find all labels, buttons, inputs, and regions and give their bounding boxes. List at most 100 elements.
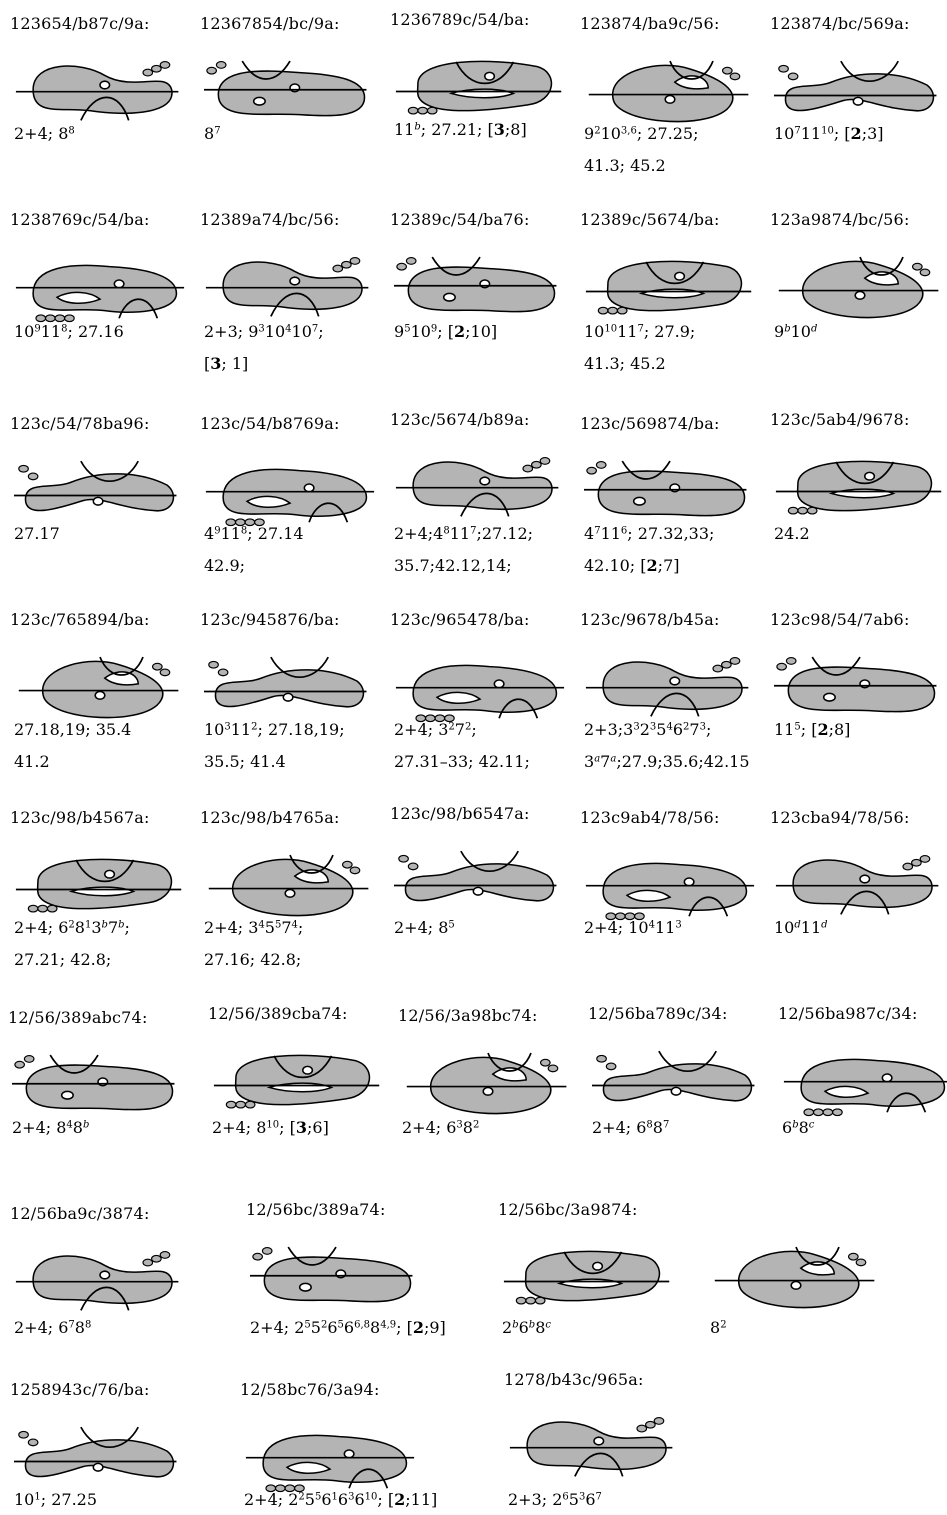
entry-line-1: 2b6b8c [502, 1318, 551, 1337]
entry-header: 123c/98/b6547a: [390, 804, 530, 823]
dot-mark [814, 1109, 824, 1116]
entry-header: 123c98/54/7ab6: [770, 610, 910, 629]
entry-line-1: 2+4; 6887 [592, 1118, 669, 1137]
dot-mark [606, 1063, 616, 1070]
dot-mark [160, 669, 170, 676]
entry-header: 123c/765894/ba: [10, 610, 150, 629]
dot-mark [342, 261, 352, 268]
shaded-region [798, 461, 932, 510]
shaded-region [418, 61, 552, 110]
dot-mark [153, 663, 163, 670]
dot-mark [788, 73, 798, 80]
knot-diagram [770, 638, 947, 724]
entry-header: 12/56/389cba74: [208, 1004, 348, 1023]
entry-line-2: 41.3; 45.2 [584, 354, 666, 373]
entry-line-2: [3; 1] [204, 354, 248, 373]
knot-diagram [10, 1232, 190, 1318]
entry-header: 123c/98/b4567a: [10, 808, 150, 827]
entry-line-2: 3a7a;27.9;35.6;42.15 [584, 752, 750, 771]
entry-header: 1278/b43c/965a: [504, 1370, 644, 1389]
dot-mark [15, 1061, 25, 1068]
dot-mark [723, 67, 733, 74]
knot-diagram [200, 638, 380, 724]
dot-mark [516, 1297, 526, 1304]
dot-mark [262, 1248, 272, 1255]
dot-mark [598, 307, 608, 314]
knot-diagram [200, 836, 380, 922]
entry-header: 12389c/5674/ba: [580, 210, 720, 229]
knot-diagram [390, 832, 570, 918]
entry-header: 123654/b87c/9a: [10, 14, 150, 33]
knot-diagram [398, 1034, 578, 1120]
entry-line-1: 2+4; 6788 [14, 1318, 91, 1337]
entry-header: 123c/54/78ba96: [10, 414, 150, 433]
knot-diagram [580, 442, 760, 528]
dot-mark [654, 1418, 664, 1425]
entry-line-1: 1071110; [2;3] [774, 124, 884, 143]
dot-mark [216, 62, 226, 69]
entry-line-1: 87 [204, 124, 221, 143]
entry-line-1: 47116; 27.32,33; [584, 524, 714, 543]
shaded-region [218, 71, 364, 116]
knot-diagram [10, 238, 190, 324]
entry-line-1: 2+3; 265367 [508, 1490, 602, 1509]
entry-header: 12/56ba9c/3874: [10, 1204, 150, 1223]
entry-line-2: 42.9; [204, 556, 245, 575]
dot-mark [65, 315, 75, 322]
entry-header: 1238769c/54/ba: [10, 210, 150, 229]
entry-line-1: 2+4; 25526566,884,9; [2;9] [250, 1318, 446, 1337]
entry-line-1: 2+3; 93104107; [204, 322, 324, 341]
knot-diagram [240, 1408, 420, 1494]
dot-mark [541, 1059, 551, 1066]
dot-mark [218, 669, 228, 676]
shaded-region [603, 863, 746, 910]
entry-line-1: 2+4; 345574; [204, 918, 303, 937]
dot-mark [333, 265, 343, 272]
dot-mark [833, 1109, 843, 1116]
dot-mark [350, 867, 360, 874]
dot-mark [408, 863, 418, 870]
dot-mark [143, 69, 153, 76]
entry-header: 12/56bc/389a74: [246, 1200, 386, 1219]
knot-diagram [10, 638, 190, 724]
dot-mark [427, 107, 437, 114]
dot-mark [540, 458, 550, 465]
dot-mark [253, 1253, 263, 1260]
dot-mark [207, 67, 217, 74]
entry-line-1: 82 [710, 1318, 727, 1337]
dot-mark [597, 1055, 607, 1062]
entry-line-1: 95109; [2;10] [394, 322, 497, 341]
dot-mark [804, 1109, 814, 1116]
dot-mark [526, 1297, 536, 1304]
dot-mark [46, 315, 56, 322]
entry-line-1: 2+4; 88 [14, 124, 75, 143]
dot-mark [245, 1101, 255, 1108]
entry-line-2: 41.2 [14, 752, 50, 771]
dot-mark [408, 107, 418, 114]
dot-mark [730, 658, 740, 665]
shaded-region [223, 469, 366, 516]
dot-mark [637, 1425, 647, 1432]
knot-diagram [8, 1036, 188, 1122]
dot-mark [777, 663, 787, 670]
knot-diagram [770, 836, 947, 922]
shaded-region [236, 1055, 370, 1104]
knot-diagram [580, 638, 760, 724]
entry-header: 12389a74/bc/56: [200, 210, 340, 229]
entry-header: 12/58bc76/3a94: [240, 1380, 380, 1399]
dot-mark [397, 263, 407, 270]
shaded-region [788, 667, 934, 712]
entry-line-1: 2+4; 62813b7b; [14, 918, 130, 937]
entry-line-1: 2+4; 6382 [402, 1118, 479, 1137]
shaded-region [526, 1251, 660, 1300]
dot-mark [19, 465, 29, 472]
shaded-region [803, 261, 923, 317]
entry-header: 12/56bc/3a9874: [498, 1200, 638, 1219]
shaded-region [801, 1059, 944, 1106]
entry-header: 12/56ba987c/34: [778, 1004, 918, 1023]
dot-mark [788, 507, 798, 514]
shaded-region [431, 1057, 551, 1113]
knot-diagram [390, 438, 570, 524]
dot-mark [920, 856, 930, 863]
entry-line-1: 11b; 27.21; [3;8] [394, 120, 527, 139]
